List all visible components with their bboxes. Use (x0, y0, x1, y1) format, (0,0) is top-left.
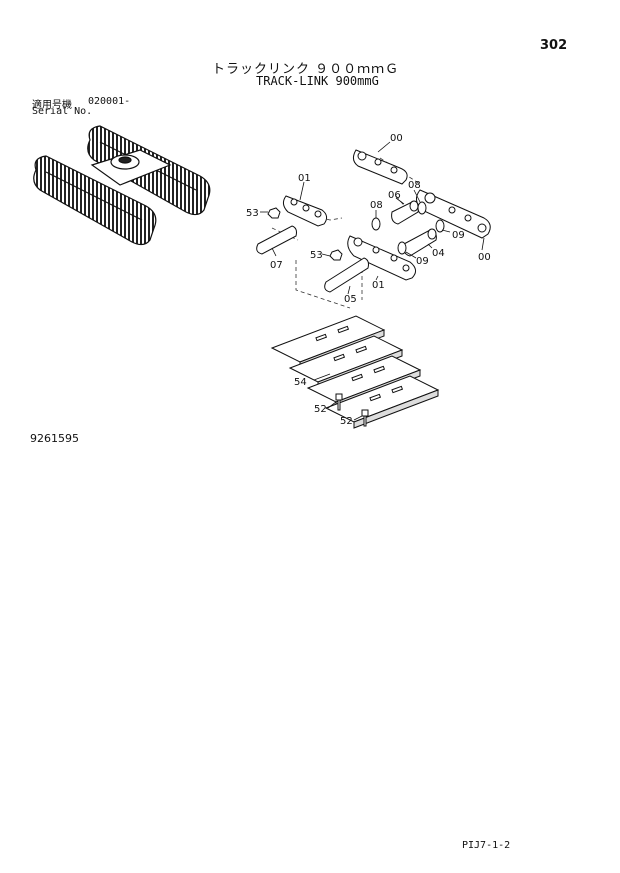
seal-09-upper (435, 219, 445, 233)
callout-08-lower: 08 (408, 180, 421, 191)
nut-53-upper (267, 207, 281, 219)
callout-52-right: 52 (340, 416, 353, 427)
callout-09-upper: 09 (452, 230, 465, 241)
track-shoes-54 (270, 315, 440, 429)
callout-54: 54 (294, 377, 307, 388)
nut-53-lower (329, 249, 343, 261)
track-frame-front (33, 155, 157, 246)
seal-08-upper (371, 217, 381, 231)
callout-06: 06 (388, 190, 401, 201)
seal-08-lower (417, 201, 427, 215)
callout-52-left: 52 (314, 404, 327, 415)
track-link-01-upper (282, 195, 328, 227)
track-link-00-lower (416, 189, 491, 239)
seal-09-lower (397, 241, 407, 255)
track-link-00-upper (352, 149, 408, 185)
callout-00-lower: 00 (478, 252, 491, 263)
callout-08-upper: 08 (370, 200, 383, 211)
callout-53-upper: 53 (246, 208, 259, 219)
callout-53-lower: 53 (310, 250, 323, 261)
callout-07: 07 (270, 260, 283, 271)
bushing-06 (391, 200, 419, 225)
callout-01-lower: 01 (372, 280, 385, 291)
footer-code: PIJ7-1-2 (462, 840, 511, 851)
bolt-52-right (361, 409, 369, 427)
serial-label-japanese: 適用号機 (32, 100, 72, 111)
pin-05 (324, 257, 369, 293)
pin-07 (256, 225, 297, 255)
callout-01-upper: 01 (298, 173, 311, 184)
bolt-52-left (335, 393, 343, 411)
track-link-01-lower (347, 235, 416, 281)
callout-04: 04 (432, 248, 445, 259)
undercarriage-thumbnail (33, 125, 211, 246)
page-title-japanese: トラックリンク ９００ｍｍＧ (212, 62, 400, 77)
catalog-number: 9261595 (30, 432, 79, 445)
callout-09-lower: 09 (416, 256, 429, 267)
serial-label-english: Serial No. (32, 106, 93, 117)
page-title-english: TRACK-LINK 900mmG (256, 74, 379, 88)
serial-value: 020001- (88, 96, 131, 107)
page-number: 302 (540, 38, 568, 53)
leader-lines (260, 141, 485, 421)
callout-00-upper: 00 (390, 133, 403, 144)
callout-05: 05 (344, 294, 357, 305)
